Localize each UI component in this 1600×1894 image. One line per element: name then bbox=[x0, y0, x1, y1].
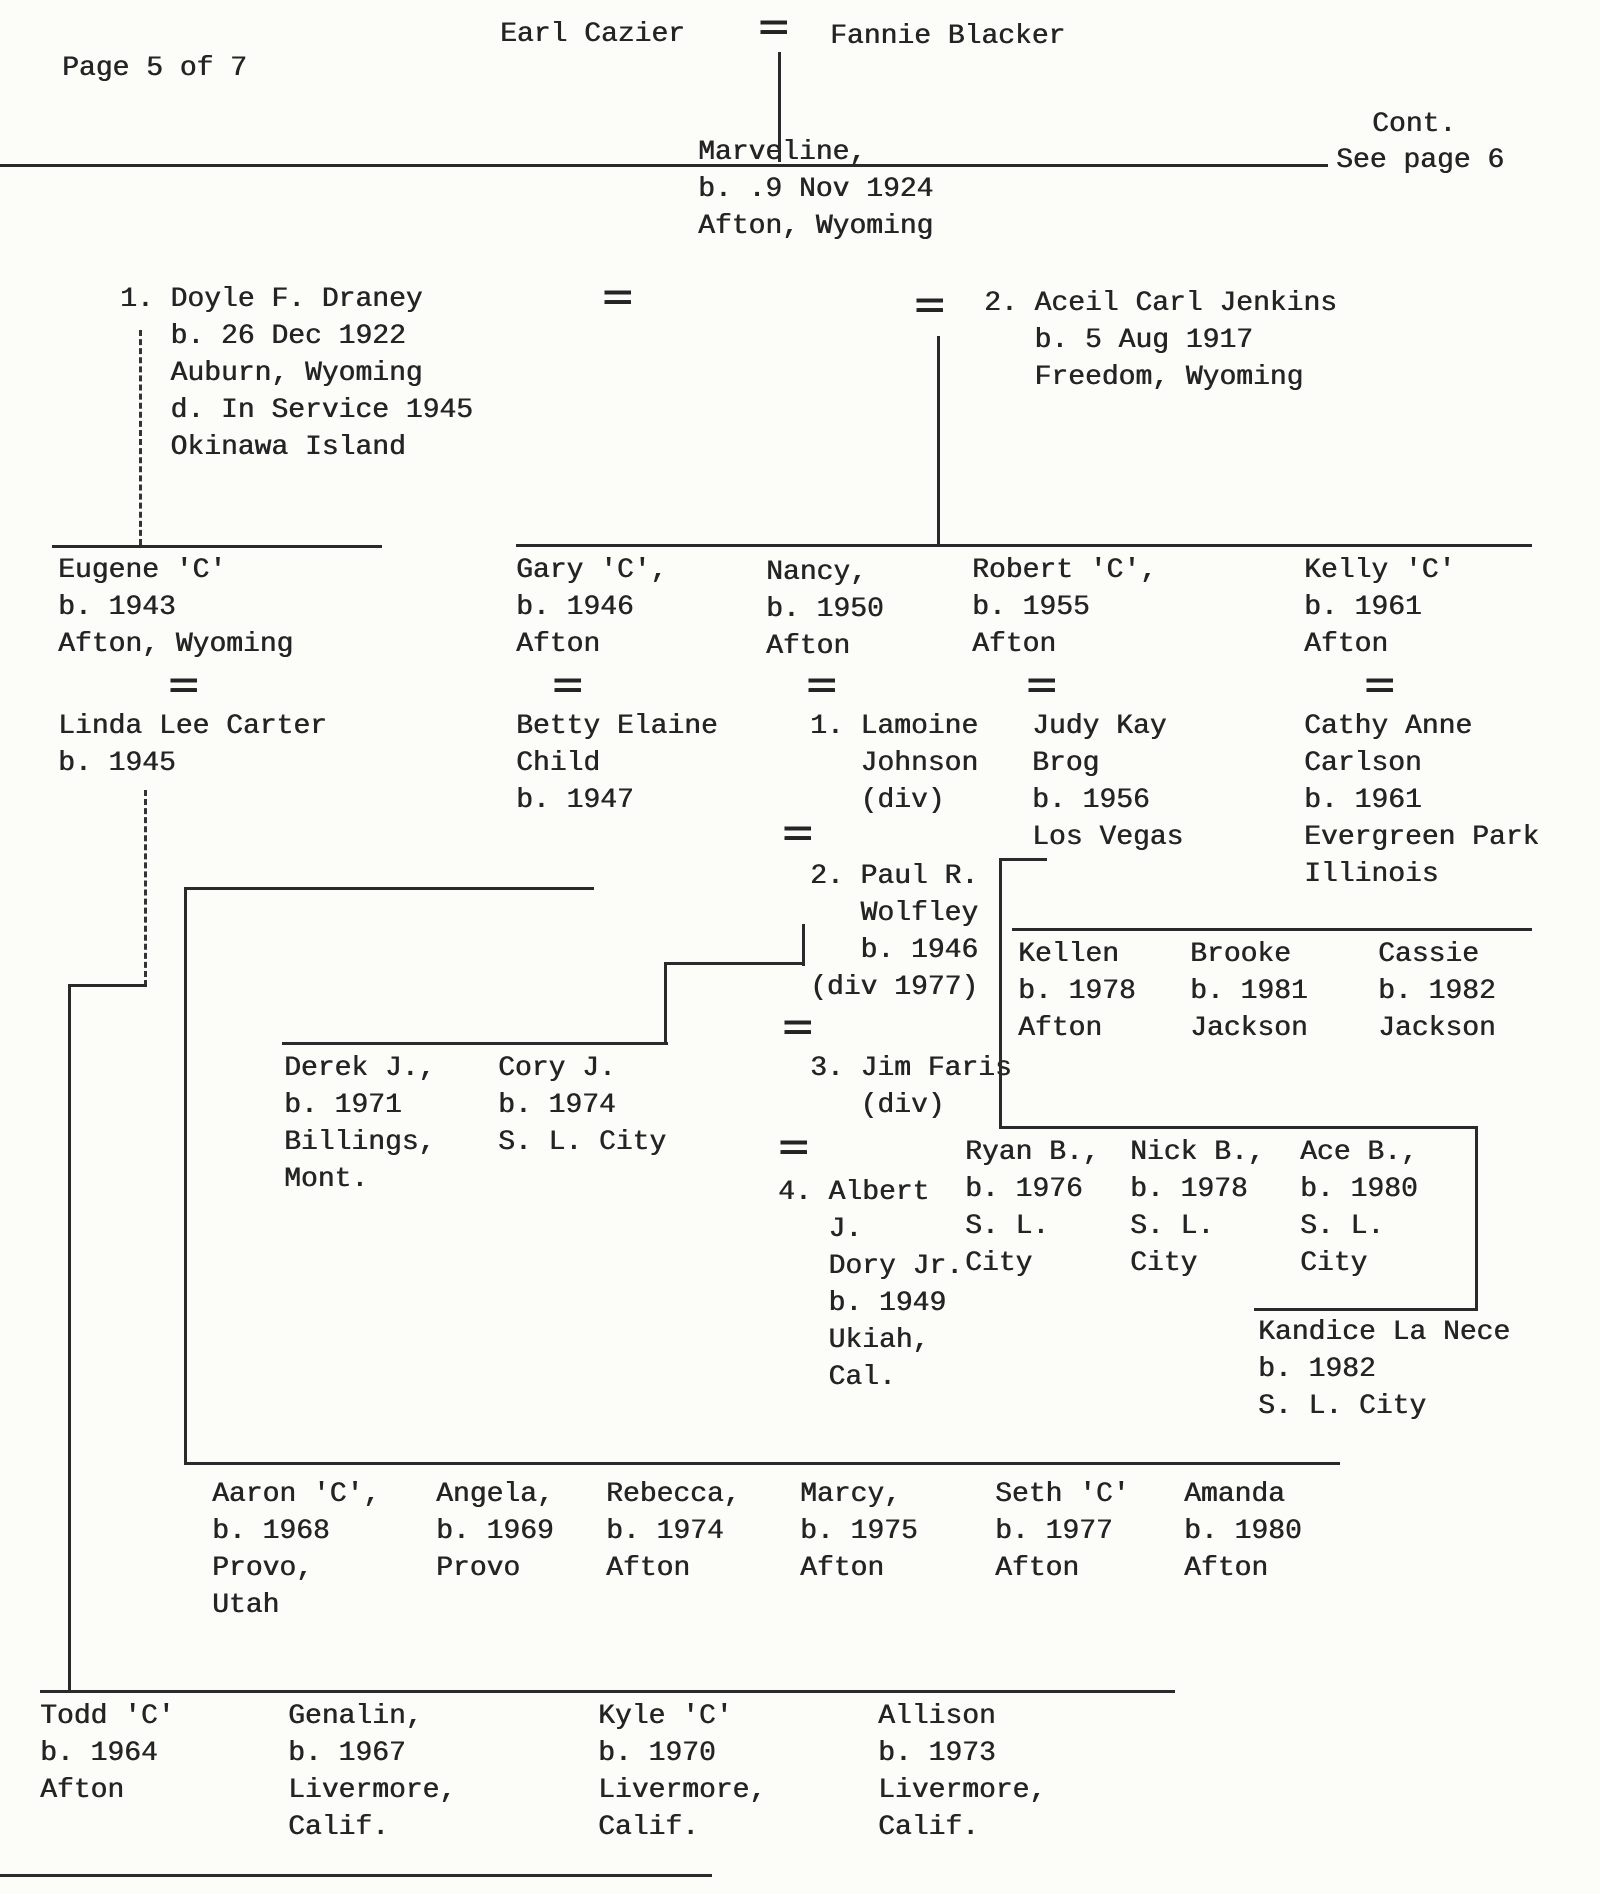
person-kyle: Kyle 'C' b. 1970 Livermore, Calif. bbox=[598, 1701, 767, 1843]
person-jim-faris: 3. Jim Faris (div) bbox=[810, 1053, 1012, 1121]
person-robert: Robert 'C', b. 1955 Afton bbox=[972, 555, 1157, 660]
person-kelly: Kelly 'C' b. 1961 Afton bbox=[1304, 555, 1456, 660]
marriage-equals-marveline-doyle: = bbox=[602, 279, 633, 320]
person-fannie-blacker: Fannie Blacker bbox=[830, 21, 1066, 52]
connector-wolfley-elbow bbox=[664, 962, 805, 965]
marriage-equals-nancy-1: = bbox=[806, 667, 837, 708]
connector-todd-row-line bbox=[40, 1690, 1175, 1693]
marriage-equals-gary-betty: = bbox=[552, 667, 583, 708]
connector-doyle-drop-dashed bbox=[139, 330, 142, 545]
person-kandice: Kandice La Nece b. 1982 S. L. City bbox=[1258, 1317, 1511, 1422]
person-ace: Ace B., b. 1980 S. L. City bbox=[1300, 1137, 1418, 1279]
person-judy-brog: Judy Kay Brog b. 1956 Los Vegas bbox=[1032, 711, 1184, 853]
person-kellen: Kellen b. 1978 Afton bbox=[1018, 939, 1136, 1044]
person-amanda: Amanda b. 1980 Afton bbox=[1184, 1479, 1302, 1584]
connector-aaron-row-line bbox=[184, 1462, 1340, 1465]
connector-top-rule bbox=[0, 164, 1328, 167]
connector-ryan-right-vertical bbox=[1475, 1126, 1478, 1310]
marriage-equals-eugene-linda: = bbox=[168, 667, 199, 708]
marriage-equals-nancy-4: = bbox=[778, 1129, 809, 1170]
person-angela: Angela, b. 1969 Provo bbox=[436, 1479, 554, 1584]
connector-marveline-drop bbox=[778, 52, 781, 162]
page-number-label: Page 5 of 7 bbox=[62, 53, 247, 84]
marriage-equals-nancy-2: = bbox=[782, 815, 813, 856]
person-nick: Nick B., b. 1978 S. L. City bbox=[1130, 1137, 1265, 1279]
person-marveline: Marveline, b. .9 Nov 1924 Afton, Wyoming bbox=[698, 137, 934, 242]
continuation-label: Cont. bbox=[1372, 109, 1457, 140]
connector-eugene-descent-dashed bbox=[144, 790, 147, 986]
connector-derek-row-line bbox=[282, 1042, 668, 1045]
marriage-equals-earl-fannie: = bbox=[758, 9, 789, 50]
connector-eugene-descent-vertical bbox=[68, 984, 71, 1692]
marriage-equals-robert-judy: = bbox=[1026, 667, 1057, 708]
person-betty-child: Betty Elaine Child b. 1947 bbox=[516, 711, 718, 816]
person-todd: Todd 'C' b. 1964 Afton bbox=[40, 1701, 175, 1806]
connector-gary-children-horizontal bbox=[184, 887, 594, 890]
person-eugene: Eugene 'C' b. 1943 Afton, Wyoming bbox=[58, 555, 294, 660]
person-albert-dory: 4. Albert J. Dory Jr. b. 1949 Ukiah, Cal… bbox=[778, 1177, 963, 1393]
connector-derek-drop bbox=[664, 962, 667, 1044]
person-gary: Gary 'C', b. 1946 Afton bbox=[516, 555, 668, 660]
person-aaron: Aaron 'C', b. 1968 Provo, Utah bbox=[212, 1479, 381, 1621]
person-nancy: Nancy, b. 1950 Afton bbox=[766, 557, 884, 662]
person-genalin: Genalin, b. 1967 Livermore, Calif. bbox=[288, 1701, 457, 1843]
connector-judy-tick bbox=[999, 858, 1047, 861]
person-seth: Seth 'C' b. 1977 Afton bbox=[995, 1479, 1130, 1584]
marriage-equals-kelly-cathy: = bbox=[1364, 667, 1395, 708]
person-ryan: Ryan B., b. 1976 S. L. City bbox=[965, 1137, 1100, 1279]
person-marcy: Marcy, b. 1975 Afton bbox=[800, 1479, 918, 1584]
connector-kellen-row-line bbox=[1012, 928, 1532, 931]
person-paul-wolfley: 2. Paul R. Wolfley b. 1946 (div 1977) bbox=[810, 861, 979, 1003]
continuation-page-ref: See page 6 bbox=[1336, 145, 1505, 176]
person-cassie: Cassie b. 1982 Jackson bbox=[1378, 939, 1496, 1044]
person-earl-cazier: Earl Cazier bbox=[500, 19, 685, 50]
person-doyle-draney: 1. Doyle F. Draney b. 26 Dec 1922 Auburn… bbox=[120, 284, 473, 463]
connector-jenkins-drop bbox=[937, 336, 940, 545]
person-linda-carter: Linda Lee Carter b. 1945 bbox=[58, 711, 327, 779]
person-cory: Cory J. b. 1974 S. L. City bbox=[498, 1053, 667, 1158]
connector-judy-drop bbox=[999, 858, 1002, 1128]
person-allison: Allison b. 1973 Livermore, Calif. bbox=[878, 1701, 1047, 1843]
person-derek: Derek J., b. 1971 Billings, Mont. bbox=[284, 1053, 436, 1195]
person-rebecca: Rebecca, b. 1974 Afton bbox=[606, 1479, 741, 1584]
connector-eugene-sibling-line bbox=[52, 545, 382, 548]
connector-wolfley-tick bbox=[802, 924, 805, 966]
connector-kandice-row-line bbox=[1254, 1308, 1478, 1311]
connector-gary-children-vertical bbox=[184, 887, 187, 1464]
connector-bottom-rule bbox=[0, 1874, 712, 1877]
connector-eugene-descent-elbow bbox=[68, 984, 147, 987]
marriage-equals-marveline-jenkins: = bbox=[914, 287, 945, 328]
person-cathy-carlson: Cathy Anne Carlson b. 1961 Evergreen Par… bbox=[1304, 711, 1540, 890]
person-aceil-jenkins: 2. Aceil Carl Jenkins b. 5 Aug 1917 Free… bbox=[984, 288, 1337, 393]
marriage-equals-nancy-3: = bbox=[782, 1009, 813, 1050]
person-lamoine-johnson: 1. Lamoine Johnson (div) bbox=[810, 711, 979, 816]
connector-jenkins-children-line bbox=[516, 544, 1532, 547]
connector-ryan-row-line bbox=[999, 1126, 1478, 1129]
person-brooke: Brooke b. 1981 Jackson bbox=[1190, 939, 1308, 1044]
